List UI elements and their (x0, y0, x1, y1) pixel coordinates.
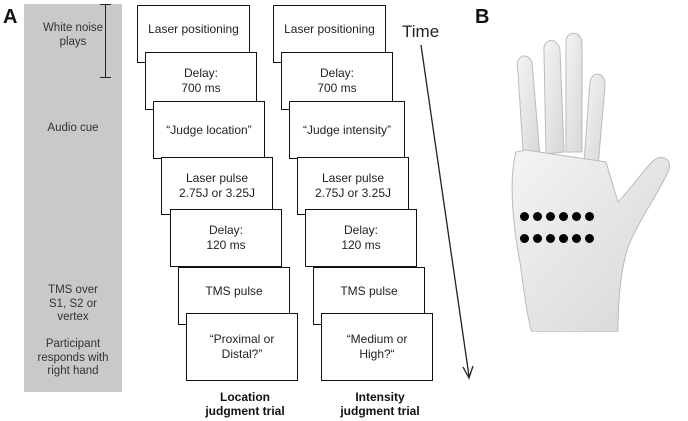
stimulation-dot (585, 212, 594, 221)
stimulation-dot (533, 234, 542, 243)
bracket-top-cap (100, 4, 111, 5)
intensity-step-3: “Judge intensity” (289, 101, 405, 159)
stimulation-dot (559, 212, 568, 221)
bracket-bottom-cap (100, 77, 111, 78)
stimulation-dot (533, 212, 542, 221)
respond-label: Participant responds with right hand (37, 338, 109, 377)
intensity-step-4: Laser pulse 2.75J or 3.25J (297, 157, 409, 215)
tms-label: TMS over S1, S2 or vertex (48, 284, 98, 323)
hand-image (511, 32, 670, 332)
stimulation-dot (520, 234, 529, 243)
location-step-4: Laser pulse 2.75J or 3.25J (161, 157, 273, 215)
white-noise-bracket (105, 4, 106, 77)
stimulation-dot (585, 234, 594, 243)
white-noise-label: White noise plays (42, 22, 104, 48)
stimulation-dot (559, 234, 568, 243)
time-label: Time (402, 22, 440, 41)
stimulation-dot (572, 234, 581, 243)
audio-cue-label: Audio cue (47, 122, 99, 134)
panel-a-letter: A (3, 6, 18, 28)
location-step-5: Delay: 120 ms (170, 209, 282, 267)
stimulation-dot (572, 212, 581, 221)
intensity-step-5: Delay: 120 ms (305, 209, 417, 267)
time-arrow (420, 44, 474, 380)
stimulation-dot (546, 212, 555, 221)
location-step-7: “Proximal or Distal?” (186, 313, 298, 381)
stimulation-dot (520, 212, 529, 221)
stimulation-dot (546, 234, 555, 243)
location-trial-label: Location judgment trial (205, 390, 285, 418)
location-step-3: “Judge location” (153, 101, 265, 159)
intensity-step-7: “Medium or High?“ (321, 313, 433, 381)
panel-b-letter: B (475, 6, 490, 28)
location-step-2: Delay: 700 ms (145, 52, 257, 110)
intensity-trial-label: Intensity judgment trial (340, 390, 420, 418)
event-sidebar: White noise plays Audio cue TMS over S1,… (24, 4, 122, 392)
